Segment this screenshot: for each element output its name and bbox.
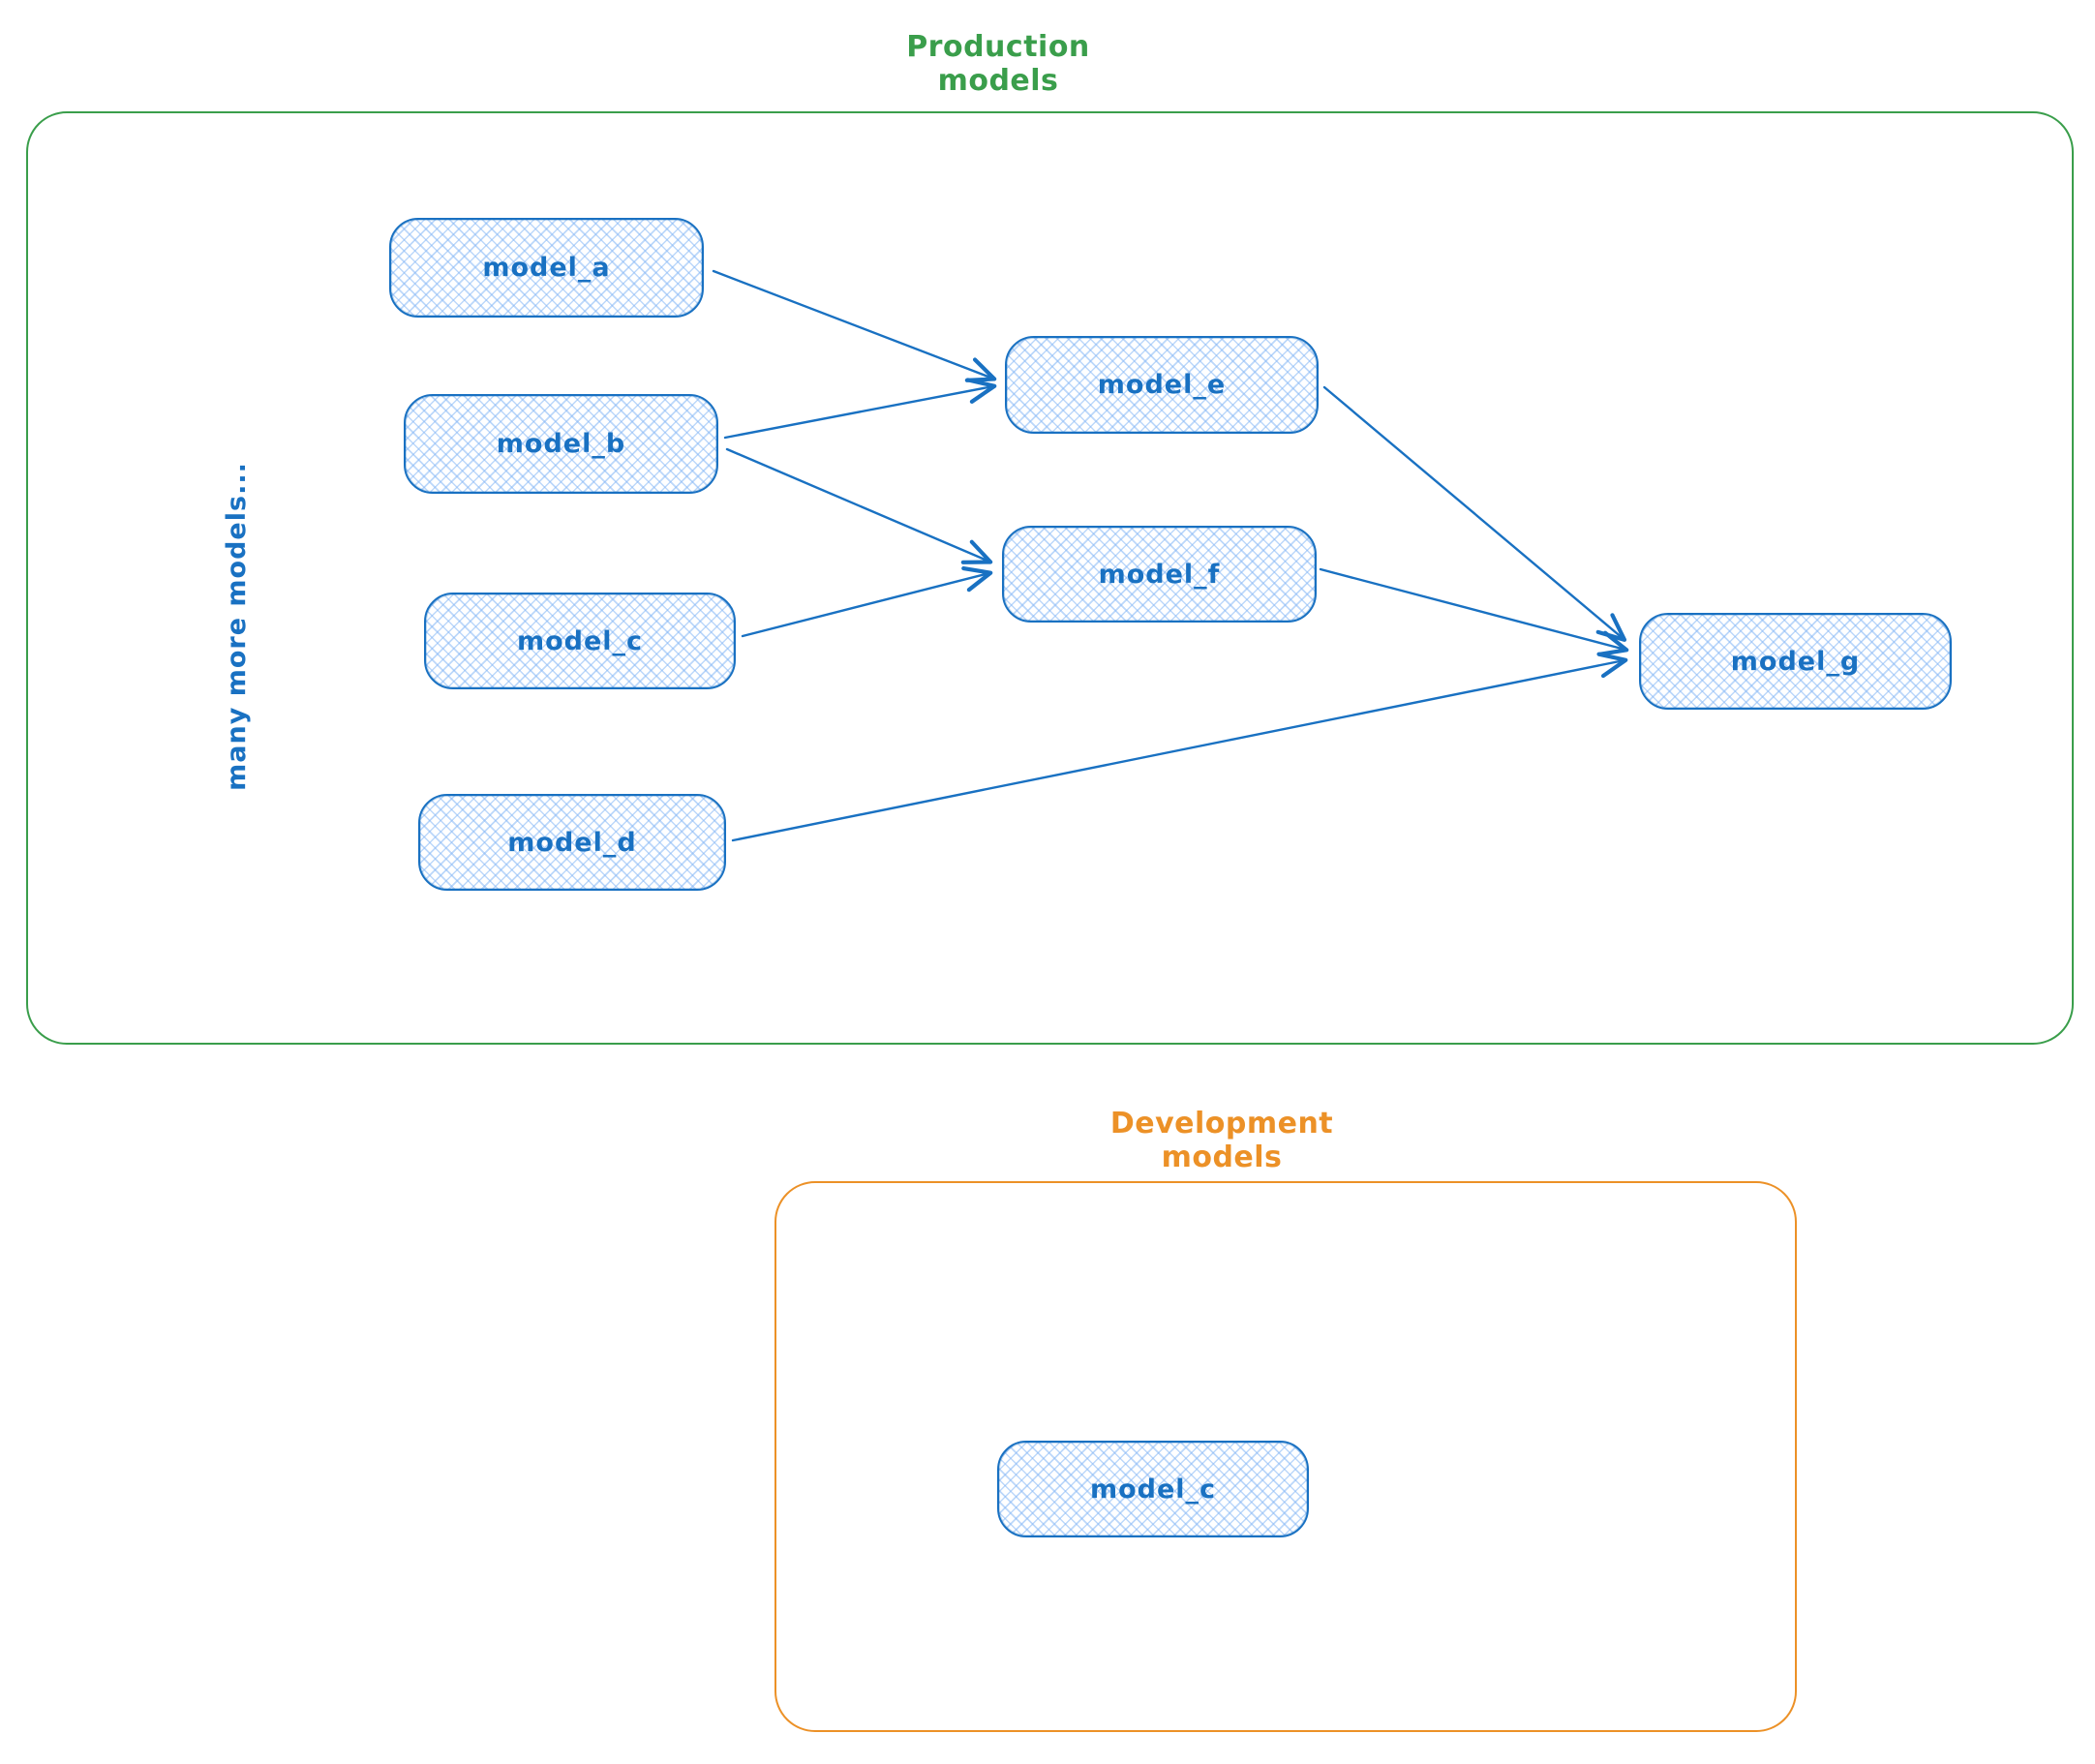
node-model-g: model_g xyxy=(1639,613,1952,710)
node-model-b: model_b xyxy=(404,394,718,494)
node-label: model_b xyxy=(496,429,626,459)
production-frame xyxy=(26,111,2074,1045)
node-model-a: model_a xyxy=(389,218,704,318)
production-frame-title: Production models xyxy=(906,30,1090,98)
node-label: model_g xyxy=(1730,646,1861,677)
node-label: model_e xyxy=(1097,370,1227,400)
node-model-f: model_f xyxy=(1002,526,1317,623)
node-label: model_a xyxy=(482,253,611,283)
node-label: model_c xyxy=(516,625,644,656)
node-label: model_c xyxy=(1089,1474,1217,1505)
node-label: model_f xyxy=(1098,559,1221,590)
node-model-c: model_c xyxy=(424,593,736,689)
node-label: model_d xyxy=(507,827,637,858)
node-model-d: model_d xyxy=(418,794,726,891)
node-model-e: model_e xyxy=(1005,336,1319,434)
annotation-many-more-models: many more models... xyxy=(222,462,252,791)
node-model-c-dev: model_c xyxy=(997,1441,1309,1537)
development-frame-title: Development models xyxy=(1109,1107,1334,1174)
development-frame xyxy=(774,1181,1797,1732)
